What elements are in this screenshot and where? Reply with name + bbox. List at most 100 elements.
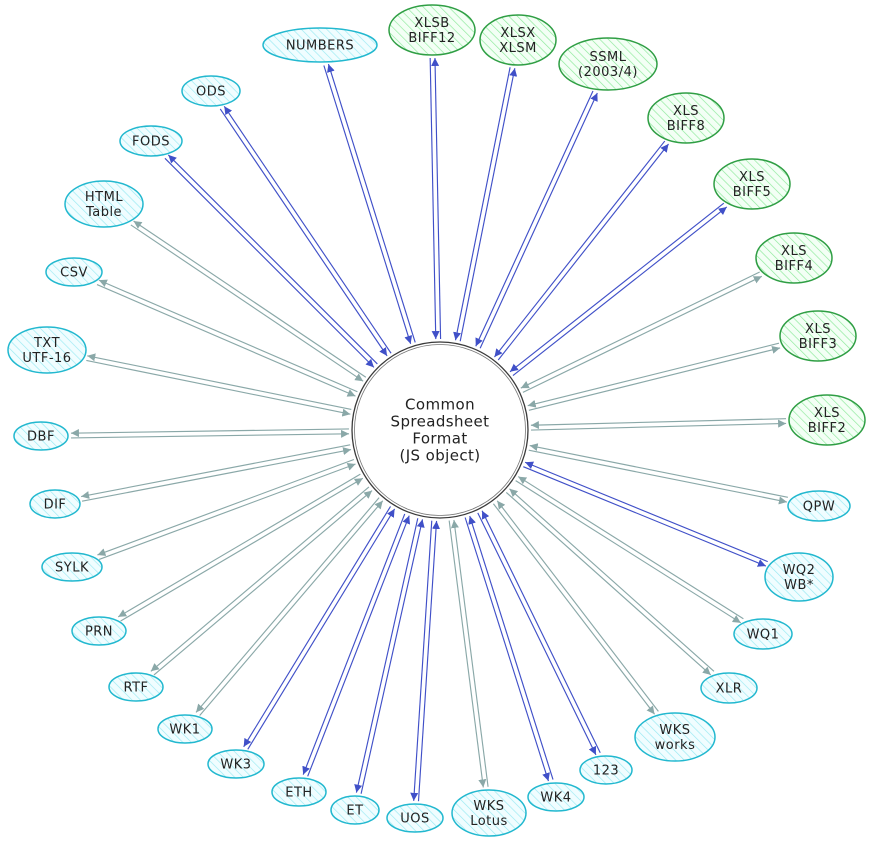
edge-xlsx-xlsm-write-arrow	[459, 68, 518, 342]
node-xls-biff5-ellipse	[713, 158, 791, 210]
edge-wk1-read-arrow	[199, 500, 384, 716]
node-123-ellipse	[579, 755, 633, 785]
edge-rtf	[150, 486, 373, 676]
edge-xls-biff4	[520, 271, 763, 393]
node-csv: CSV	[45, 257, 103, 287]
edge-dbf-read-arrow	[71, 429, 350, 439]
node-fods-ellipse	[119, 125, 183, 157]
node-xls-biff3-ellipse	[779, 310, 857, 362]
edges-layer	[70, 57, 789, 802]
node-fods: FODS	[119, 125, 183, 157]
edge-xls-biff3-read-arrow	[527, 342, 780, 408]
edge-csv	[96, 279, 358, 397]
node-wq2-wb-ellipse	[764, 552, 834, 602]
node-dif-ellipse	[29, 489, 81, 519]
node-dbf: DBF	[13, 421, 69, 451]
node-dif-label: DIF	[44, 498, 67, 513]
center-circle	[351, 341, 529, 519]
node-wk4-ellipse	[527, 782, 585, 812]
edge-wk4-read-arrow	[468, 515, 554, 780]
node-xls-biff8-ellipse	[647, 92, 725, 144]
node-prn-ellipse	[71, 616, 127, 646]
edge-qpw-write-arrow	[528, 449, 788, 505]
node-xlr-label: XLR	[716, 682, 743, 697]
edge-wk4	[464, 515, 554, 782]
edge-html-table-read-arrow	[130, 224, 364, 382]
node-csv-label: CSV	[60, 266, 88, 281]
node-numbers-label: NUMBERS	[286, 39, 354, 54]
edge-xlsb-write-arrow	[431, 57, 442, 339]
edge-wks-lotus	[448, 519, 489, 788]
node-xlsb-ellipse	[388, 4, 476, 56]
edge-xlsx-xlsm	[453, 67, 518, 342]
node-prn-label: PRN	[85, 625, 113, 640]
edge-wks-works-write-arrow	[492, 503, 656, 715]
edge-xlr-write-arrow	[505, 491, 712, 676]
node-rtf-label: RTF	[123, 681, 148, 696]
edge-ods-read-arrow	[219, 108, 388, 357]
edge-prn	[117, 473, 364, 622]
edge-wk1	[195, 497, 384, 716]
node-wq1: WQ1	[733, 618, 793, 650]
node-xls-biff4-ellipse	[755, 232, 833, 284]
edge-xlsb	[429, 57, 442, 340]
edge-123-read-arrow	[481, 510, 601, 753]
node-dif: DIF	[29, 489, 81, 519]
node-wk1-ellipse	[157, 714, 213, 744]
edge-sylk	[97, 458, 356, 561]
edge-123	[477, 510, 601, 756]
edge-et	[354, 518, 425, 794]
edge-html-table	[130, 220, 367, 382]
edge-rtf-write-arrow	[150, 486, 370, 672]
node-wk1: WK1	[157, 714, 213, 744]
edge-wq2-wb-read-arrow	[524, 461, 768, 563]
edge-wk3	[243, 506, 396, 750]
node-ods-ellipse	[181, 75, 241, 107]
edge-xls-biff8	[494, 140, 669, 361]
node-ssml: SSML(2003/4)	[558, 37, 658, 91]
edge-ssml-write-arrow	[479, 92, 598, 349]
edge-numbers	[323, 63, 416, 345]
node-qpw: QPW	[787, 490, 851, 522]
edge-uos	[410, 520, 441, 802]
edge-txt-utf16-read-arrow	[86, 359, 351, 417]
edge-xls-biff8-read-arrow	[494, 140, 666, 358]
edge-wk3-write-arrow	[243, 506, 392, 748]
node-uos-label: UOS	[400, 812, 430, 827]
node-xlr: XLR	[700, 672, 758, 704]
edge-numbers-read-arrow	[323, 65, 413, 345]
node-numbers-ellipse	[262, 27, 378, 63]
edge-ods	[219, 105, 392, 357]
node-sylk: SYLK	[41, 552, 103, 582]
edge-fods-write-arrow	[167, 154, 378, 365]
edge-wq1	[515, 476, 744, 624]
edge-xls-biff5-read-arrow	[509, 202, 725, 373]
edge-wk1-write-arrow	[195, 497, 380, 713]
edge-txt-utf16-write-arrow	[87, 353, 352, 411]
node-et: ET	[330, 795, 380, 825]
node-ods: ODS	[181, 75, 241, 107]
edge-prn-read-arrow	[120, 477, 364, 622]
edge-uos-read-arrow	[417, 520, 441, 802]
edge-wks-lotus-write-arrow	[448, 520, 487, 788]
node-sylk-label: SYLK	[55, 561, 89, 576]
edge-numbers-write-arrow	[327, 63, 416, 343]
edge-xls-biff5	[509, 202, 728, 376]
edge-xlsb-read-arrow	[429, 58, 440, 340]
edge-et-write-arrow	[354, 518, 419, 793]
edge-csv-read-arrow	[96, 284, 356, 397]
edge-eth	[302, 513, 411, 777]
